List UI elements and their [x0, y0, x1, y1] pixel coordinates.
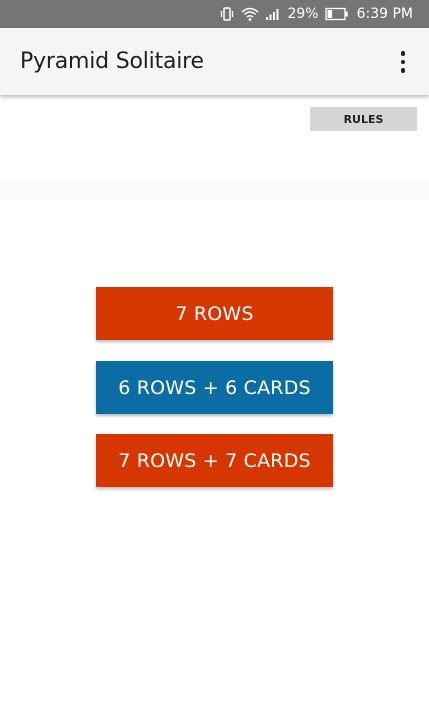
battery-percent: 29%	[287, 6, 319, 22]
app-bar: Pyramid Solitaire	[0, 28, 429, 95]
signal-icon	[265, 0, 281, 28]
clock: 6:39 PM	[356, 6, 413, 22]
menu-dot	[400, 59, 406, 65]
seven-rows-button[interactable]: 7 ROWS	[96, 287, 333, 340]
divider-strip	[0, 182, 429, 199]
seven-rows-seven-cards-button[interactable]: 7 ROWS + 7 CARDS	[96, 434, 333, 487]
wifi-icon	[241, 0, 259, 28]
overflow-menu-icon[interactable]	[391, 48, 415, 76]
app-title: Pyramid Solitaire	[20, 49, 204, 74]
status-bar: 29% 6:39 PM	[0, 0, 429, 28]
battery-icon	[324, 0, 349, 28]
menu-dot	[400, 68, 406, 73]
rules-button[interactable]: RULES	[310, 107, 417, 131]
menu-dot	[400, 51, 406, 56]
vibrate-icon	[219, 0, 235, 28]
six-rows-six-cards-button[interactable]: 6 ROWS + 6 CARDS	[96, 361, 333, 414]
